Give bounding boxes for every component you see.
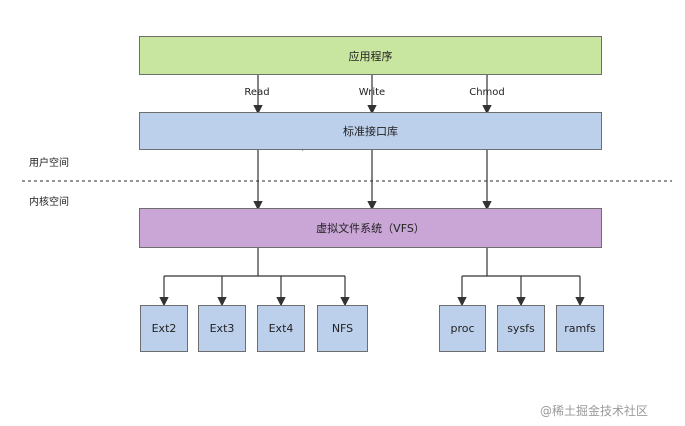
user-space-label: 用户空间 [29, 158, 69, 169]
std-lib-layer-box: 标准接口库 [139, 112, 602, 150]
app-layer-box: 应用程序 [139, 36, 602, 75]
app-layer-label: 应用程序 [348, 49, 393, 63]
fs-box-proc: proc [439, 305, 486, 352]
fs-label-ext4: Ext4 [268, 322, 294, 335]
fs-box-nfs: NFS [317, 305, 368, 352]
vfs-layer-label: 虚拟文件系统（VFS） [316, 222, 425, 235]
watermark-text: @稀土掘金技术社区 [540, 404, 649, 418]
fs-label-ext3: Ext3 [209, 322, 235, 335]
fs-box-ext2: Ext2 [140, 305, 188, 352]
call-label-write: Write [358, 87, 386, 98]
fs-label-ramfs: ramfs [564, 322, 596, 335]
fs-box-sysfs: sysfs [497, 305, 545, 352]
vfs-layer-box: 虚拟文件系统（VFS） [139, 208, 602, 248]
fs-box-ext4: Ext4 [257, 305, 305, 352]
call-label-read: Read [244, 87, 270, 98]
call-label-chmod: Chmod [469, 87, 505, 98]
fs-label-proc: proc [450, 322, 475, 335]
fs-label-sysfs: sysfs [507, 322, 535, 335]
kernel-space-label: 内核空间 [29, 197, 69, 208]
fs-label-ext2: Ext2 [151, 322, 177, 335]
fs-label-nfs: NFS [331, 322, 354, 335]
fs-box-ext3: Ext3 [198, 305, 246, 352]
std-lib-layer-label: 标准接口库 [343, 125, 398, 138]
fs-box-ramfs: ramfs [556, 305, 604, 352]
